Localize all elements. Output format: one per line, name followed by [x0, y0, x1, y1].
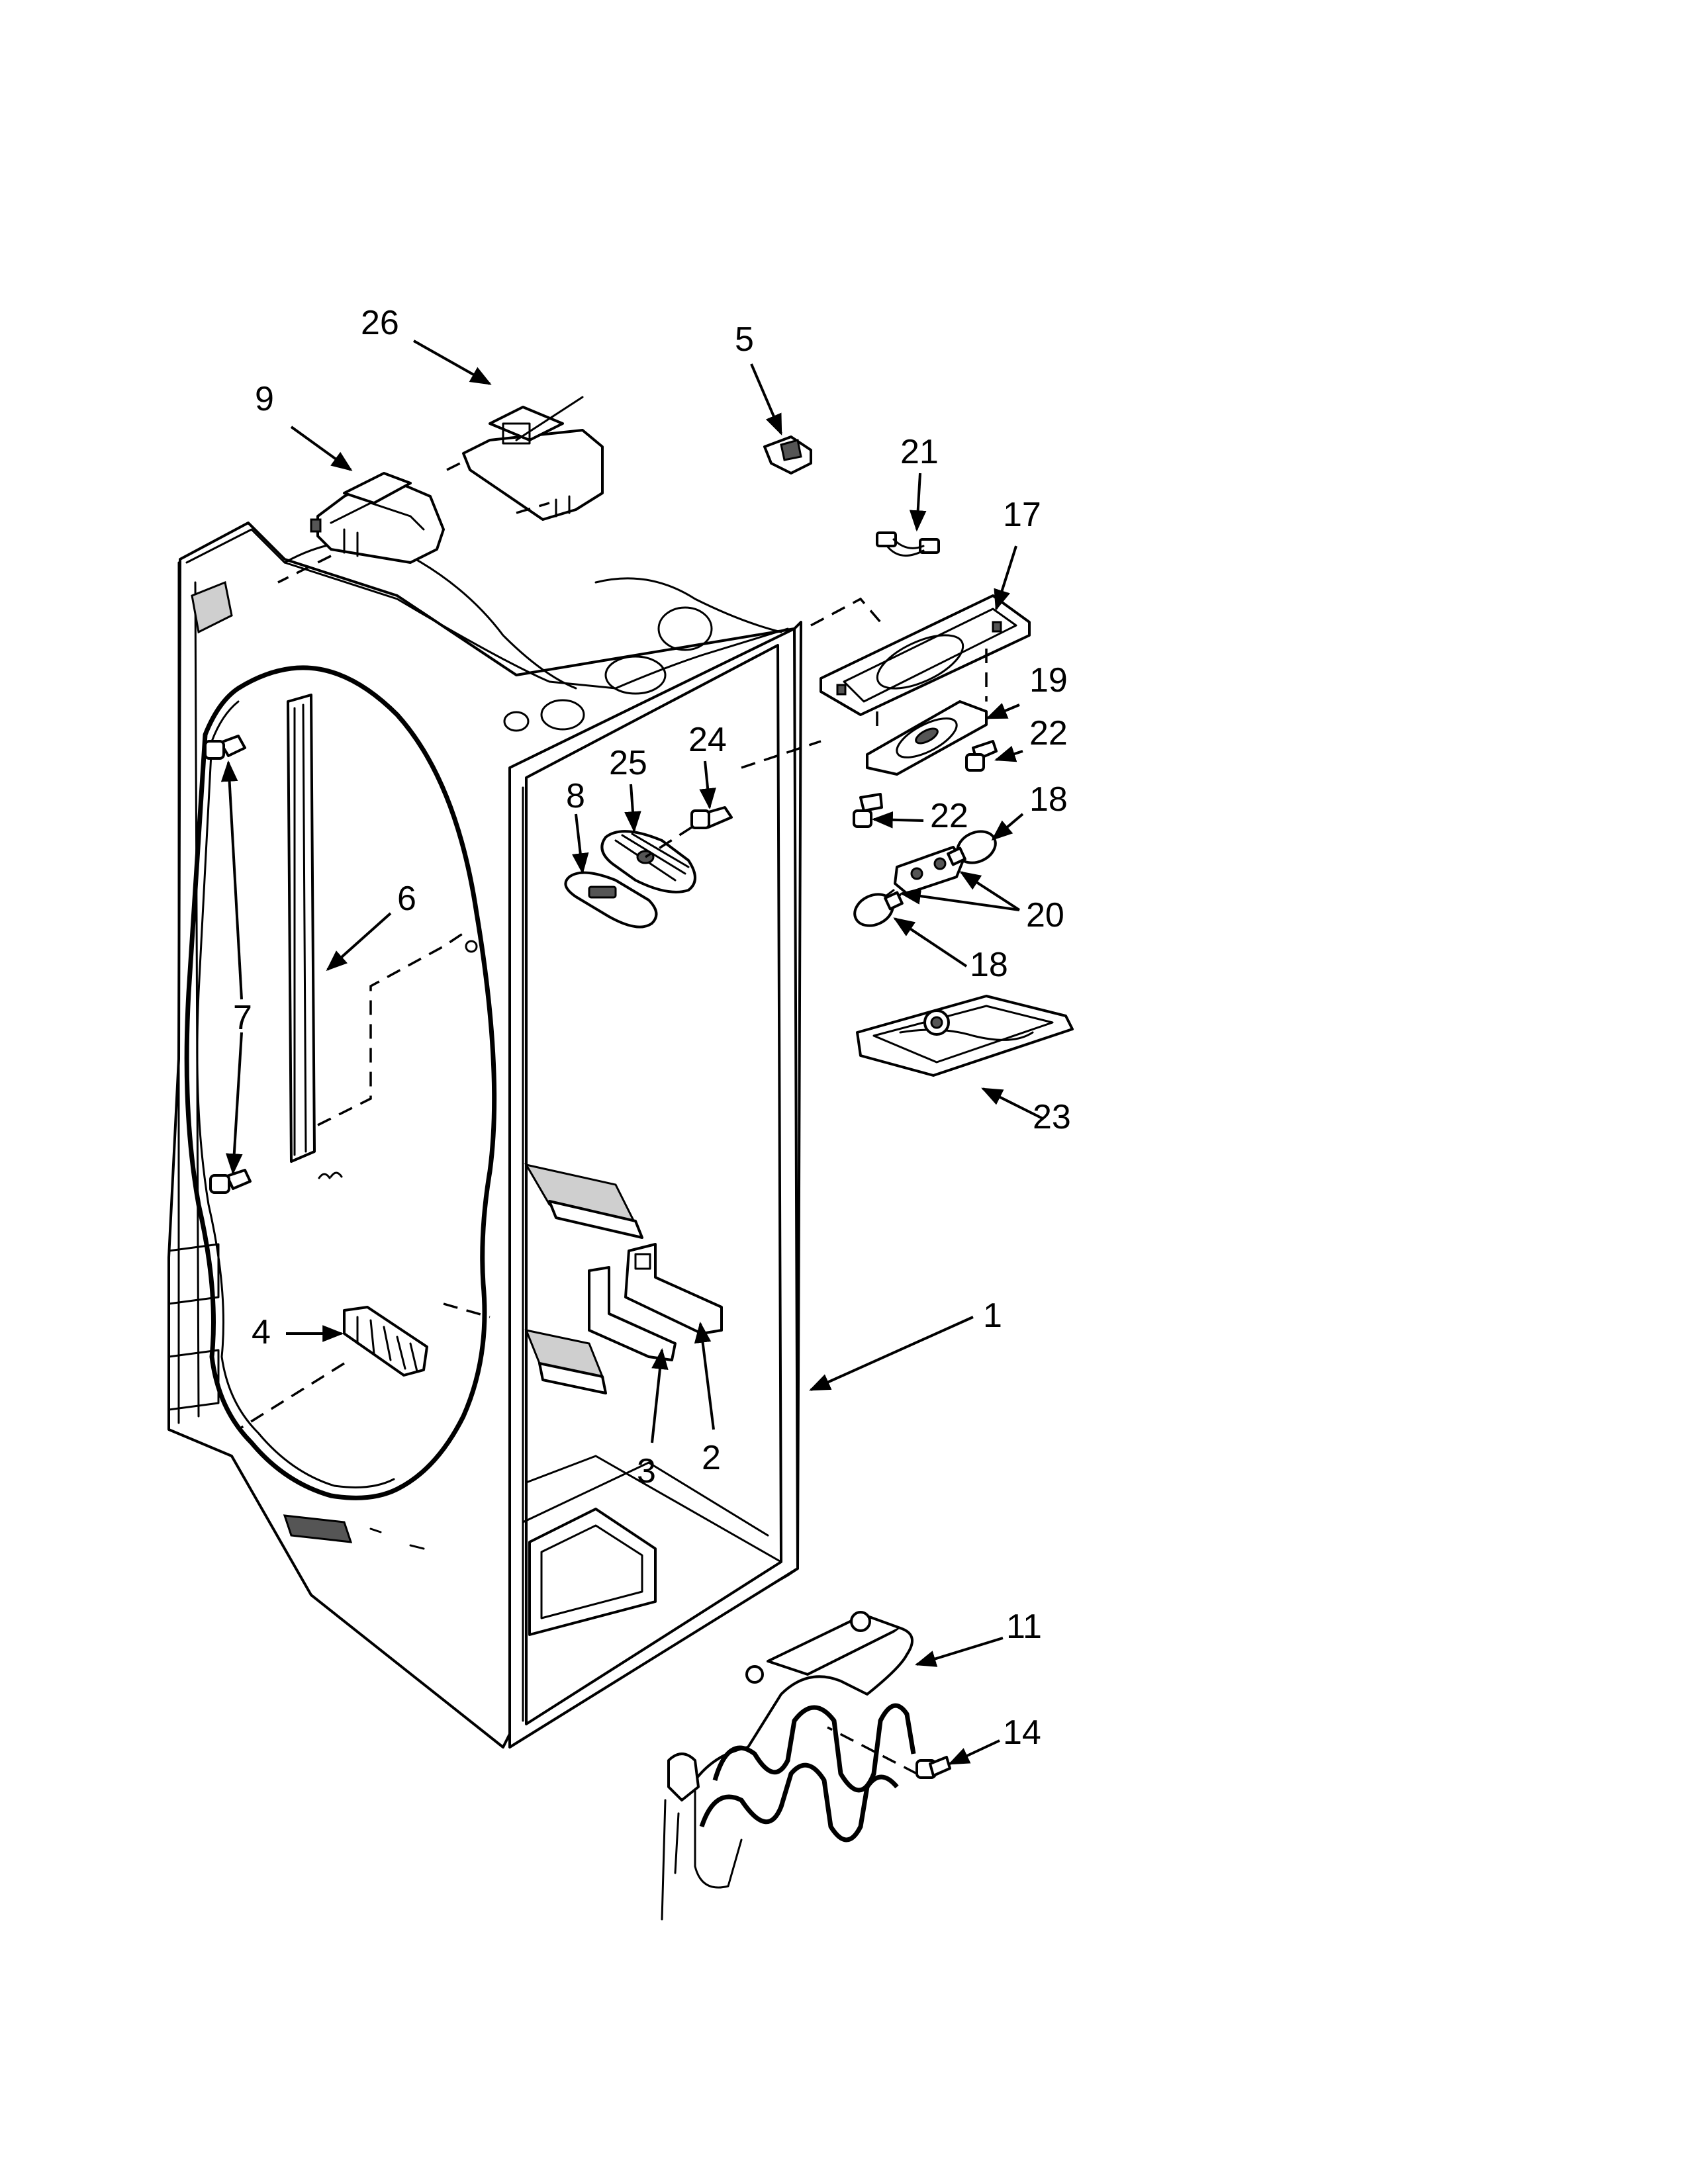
screw-14: [915, 1756, 951, 1779]
bulb-lower: [853, 891, 904, 927]
vent-grille: [343, 1306, 428, 1377]
liner-outline: [184, 665, 497, 1500]
screw-22-right: [965, 740, 998, 772]
callout-21: 21: [900, 433, 939, 471]
cabinet-liner: [167, 522, 802, 1749]
callout-labels: 1 2 3 4 5 6 7 8 9 11 14 17 18 18 19 20 2…: [233, 304, 1071, 1752]
callout-20: 20: [1026, 896, 1064, 934]
callout-14: 14: [1003, 1713, 1041, 1752]
screw-24: [690, 806, 733, 829]
callout-5: 5: [735, 320, 754, 359]
callout-23: 23: [1033, 1098, 1071, 1136]
wire-connector: [876, 531, 940, 557]
badge-plate: [564, 871, 658, 929]
callout-9: 9: [255, 380, 274, 418]
callout-7: 7: [233, 999, 252, 1037]
callout-25: 25: [609, 744, 647, 782]
callout-18-upper: 18: [1029, 780, 1068, 819]
evaporator-coil: [661, 1611, 916, 1921]
bracket-3: [588, 1266, 677, 1361]
callout-2: 2: [702, 1439, 721, 1477]
clip-5: [763, 435, 812, 475]
callout-4: 4: [252, 1313, 271, 1351]
shelf-ladder-track: [287, 694, 316, 1163]
screw-22-left: [853, 793, 883, 828]
light-lens: [866, 700, 988, 776]
light-shield: [856, 995, 1074, 1077]
bulb-upper: [947, 830, 997, 866]
callout-8: 8: [566, 777, 585, 815]
bracket-2: [624, 1243, 723, 1335]
housing-cover: [462, 396, 604, 521]
callout-24: 24: [688, 721, 727, 759]
callout-18-lower: 18: [970, 946, 1008, 984]
callout-3: 3: [637, 1452, 656, 1490]
control-module: [310, 472, 445, 564]
callout-1: 1: [983, 1297, 1002, 1335]
callout-22-right: 22: [1029, 714, 1068, 752]
callout-6: 6: [397, 880, 416, 918]
callout-17: 17: [1003, 496, 1041, 534]
leader-lines: [220, 340, 1043, 1765]
light-housing: [820, 594, 1031, 716]
screw-top-left: [204, 735, 246, 760]
callout-19: 19: [1029, 661, 1068, 700]
callout-11: 11: [1006, 1608, 1042, 1646]
callout-22-left: 22: [930, 797, 968, 835]
callout-26: 26: [361, 304, 399, 342]
